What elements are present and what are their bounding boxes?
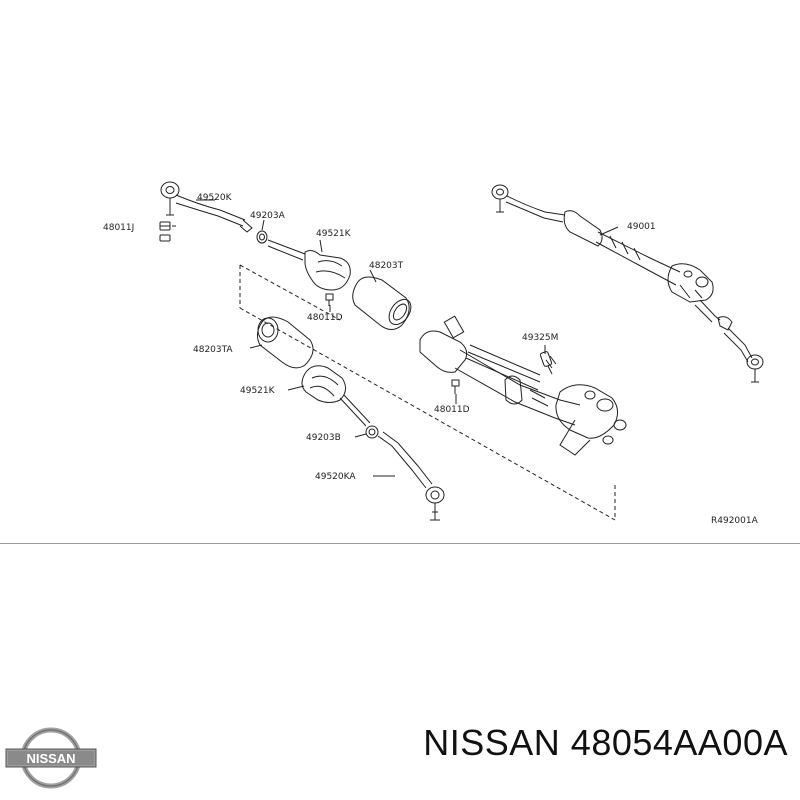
gear-assembly-drawing [491, 184, 764, 383]
callout-49203A: 49203A [250, 211, 286, 221]
nissan-logo-icon: NISSAN [5, 727, 97, 789]
callout-49520KA: 49520KA [315, 472, 356, 482]
gear-housing-lower-drawing [419, 315, 627, 456]
bolt-drawing [451, 379, 460, 394]
callout-49520K: 49520K [197, 193, 233, 203]
inner-rod-upper-drawing [267, 239, 306, 261]
callout-48203TA: 48203TA [193, 345, 233, 355]
nut-upper-drawing [159, 221, 171, 242]
diagram-reference-code: R492001A [711, 516, 758, 526]
logo-wordmark: NISSAN [26, 751, 75, 766]
callout-49001: 49001 [627, 222, 656, 232]
callout-49521K-lower: 49521K [240, 386, 276, 396]
callout-48203T: 48203T [369, 261, 404, 271]
callout-49325M: 49325M [522, 333, 558, 343]
insulator-right-drawing [352, 276, 412, 330]
sensor-drawing [539, 351, 553, 375]
callout-48011D-middle: 48011D [307, 313, 343, 323]
clamp-upper-drawing [256, 230, 268, 244]
parts-diagram: 49520K 48011J 49203A 49521K 48203T 48011… [103, 181, 764, 521]
boot-upper-drawing [304, 250, 351, 291]
tie-rod-end-upper-drawing [160, 181, 253, 233]
nut-middle-drawing [325, 293, 334, 306]
callout-48011D-bolt: 48011D [434, 405, 470, 415]
divider-line [0, 543, 800, 544]
callout-48011J: 48011J [103, 223, 134, 233]
clamp-lower-drawing [365, 425, 379, 439]
inner-rod-lower-drawing [339, 394, 371, 427]
exploded-view-bracket [239, 264, 616, 521]
tie-rod-end-lower-drawing [377, 431, 445, 521]
callout-49521K-upper: 49521K [316, 229, 352, 239]
insulator-left-drawing [256, 316, 314, 369]
boot-lower-drawing [301, 365, 346, 403]
leader-lines [172, 199, 619, 477]
part-caption: NISSAN 48054AA00A [423, 722, 788, 763]
callout-49203B: 49203B [306, 433, 341, 443]
